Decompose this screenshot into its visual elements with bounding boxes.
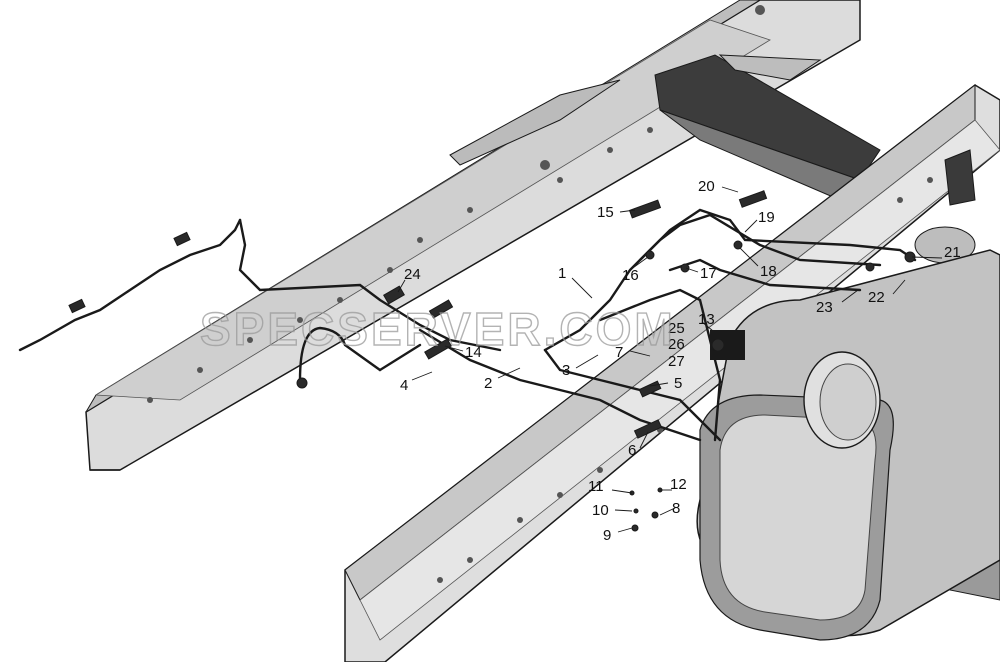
callout-17: 17 [700,265,717,282]
callout-11: 11 [588,478,604,495]
watermark: SPECSERVER.COM [200,303,676,355]
callout-22: 22 [868,289,885,306]
callout-12: 12 [670,476,687,493]
callout-16: 16 [622,267,639,284]
fuel-tank [696,249,1000,641]
callout-4: 4 [400,377,408,394]
callout-7: 7 [615,344,623,361]
callout-8: 8 [672,500,680,517]
callout-15: 15 [597,204,614,221]
left-frame-rail [85,0,861,471]
callout-6: 6 [628,442,636,459]
callout-3: 3 [562,362,570,379]
callout-19: 19 [758,209,775,226]
right-frame-rail [344,83,1000,662]
callout-14: 14 [465,344,482,361]
callout-18: 18 [760,263,777,280]
callout-1: 1 [558,265,566,282]
callout-9: 9 [603,527,611,544]
callout-26: 26 [668,336,685,353]
callout-labels: 1 2 3 4 5 6 7 8 9 10 11 12 13 14 15 16 1… [400,178,961,544]
callout-10: 10 [592,502,609,519]
callout-5: 5 [674,375,682,392]
callout-2: 2 [484,375,492,392]
fittings [68,190,916,532]
callout-27: 27 [668,353,685,370]
callout-23: 23 [816,299,833,316]
callout-25: 25 [668,320,685,337]
crossmember [654,54,881,201]
leader-lines [397,186,943,533]
callout-20: 20 [698,178,715,195]
callout-13: 13 [698,311,715,328]
callout-24: 24 [404,266,421,283]
callout-21: 21 [944,244,961,261]
